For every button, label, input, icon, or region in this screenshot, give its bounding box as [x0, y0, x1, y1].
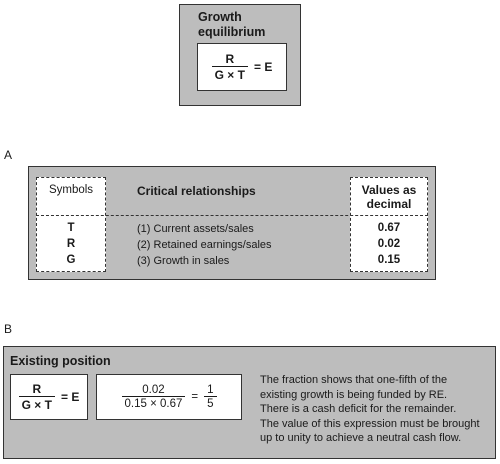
- title-line-2: equilibrium: [198, 25, 266, 39]
- values-header: Values as decimal: [350, 183, 428, 211]
- table-row-symbol: G: [66, 254, 76, 266]
- calculation-result-denominator: 5: [204, 396, 217, 410]
- existing-position-title: Existing position: [10, 354, 111, 368]
- formula-denominator: G × T: [211, 66, 248, 82]
- calculation-result: 1 5: [204, 384, 217, 410]
- description-line: The value of this expression must be bro…: [260, 417, 480, 430]
- table-row-value: 0.02: [377, 238, 401, 250]
- growth-equilibrium-panel: Growth equilibrium R G × T = E: [179, 4, 301, 106]
- values-header-line-2: decimal: [366, 197, 412, 211]
- description-line: The fraction shows that one-fifth of the: [260, 374, 448, 386]
- growth-equilibrium-formula-box: R G × T = E: [197, 43, 287, 91]
- calculation-fraction: 0.02 0.15 × 0.67: [121, 384, 186, 410]
- existing-formula-fraction: R G × T: [18, 382, 55, 412]
- existing-position-panel: Existing position R G × T = E 0.02 0.15 …: [3, 346, 496, 459]
- existing-formula-denominator: G × T: [18, 396, 55, 412]
- existing-formula-numerator: R: [32, 382, 42, 396]
- calculation-result-numerator: 1: [207, 384, 214, 396]
- table-row-value: 0.67: [377, 222, 401, 234]
- table-row-symbol: T: [67, 222, 75, 234]
- existing-position-description: The fraction shows that one-fifth of the…: [260, 373, 480, 446]
- description-line: existing growth is being funded by RE.: [260, 388, 448, 401]
- table-row-relationship: (2) Retained earnings/sales: [137, 239, 272, 251]
- values-header-line-1: Values as: [361, 183, 417, 197]
- critical-relationships-panel: Symbols Critical relationships Values as…: [28, 166, 436, 280]
- calculation-equals: =: [191, 391, 199, 403]
- calculation-box: 0.02 0.15 × 0.67 = 1 5: [96, 374, 242, 420]
- title-line-1: Growth: [198, 10, 242, 24]
- calculation-denominator: 0.15 × 0.67: [121, 396, 186, 410]
- section-b-label: B: [4, 322, 13, 336]
- existing-formula-equals: = E: [60, 390, 80, 404]
- table-row-relationship: (1) Current assets/sales: [137, 223, 254, 235]
- symbols-column: [36, 177, 106, 272]
- values-column: [350, 177, 428, 272]
- section-a-label: A: [4, 148, 13, 162]
- growth-equilibrium-title: Growth equilibrium: [198, 10, 265, 40]
- symbols-header: Symbols: [48, 184, 94, 196]
- description-line: up to unity to achieve a neutral cash fl…: [260, 432, 462, 444]
- table-divider: [36, 215, 428, 216]
- calculation-numerator: 0.02: [142, 384, 165, 396]
- description-line: There is a cash deficit for the remainde…: [260, 403, 457, 415]
- table-row-value: 0.15: [377, 254, 401, 266]
- table-row-relationship: (3) Growth in sales: [137, 255, 230, 267]
- relationships-header: Critical relationships: [137, 184, 256, 198]
- existing-formula-box: R G × T = E: [10, 374, 88, 420]
- table-row-symbol: R: [66, 238, 76, 250]
- formula-numerator: R: [225, 52, 235, 66]
- formula-equals: = E: [253, 60, 273, 74]
- formula-fraction: R G × T: [211, 52, 248, 82]
